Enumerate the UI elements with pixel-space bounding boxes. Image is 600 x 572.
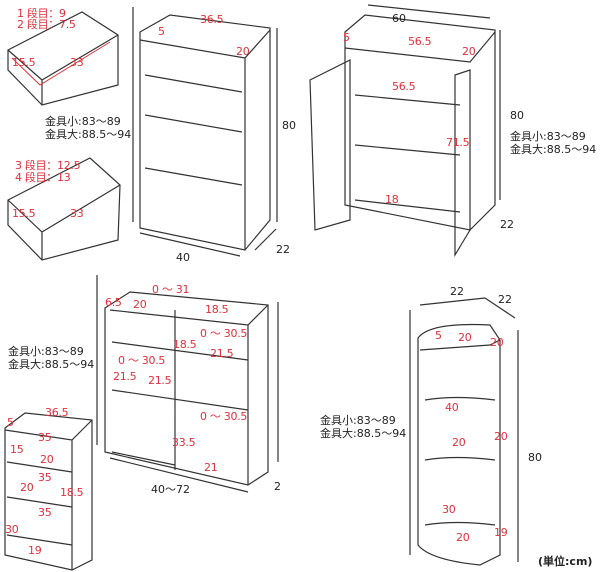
hardware-small-note: 金具小:83～89 xyxy=(510,130,586,143)
drawer-depth-label: 15.5 xyxy=(12,207,36,220)
chest-width: 40 xyxy=(176,251,190,264)
bookshelf-height-3: 33.5 xyxy=(172,436,196,449)
hardware-small-note: 金具小:83～89 xyxy=(45,115,121,128)
drawer-lower-drawing xyxy=(7,157,121,261)
corner-top-d2: 20 xyxy=(490,336,504,349)
chest-top-width: 36.5 xyxy=(200,13,224,26)
corner-side-b: 22 xyxy=(498,293,512,306)
corner-low-d1: 20 xyxy=(456,531,470,544)
small-shelf-top-width: 36.5 xyxy=(45,406,69,419)
bookshelf-depth: 2 xyxy=(274,480,281,493)
bookshelf-height-1: 18.5 xyxy=(173,338,197,351)
bookshelf-depth-3: 21 xyxy=(204,461,218,474)
small-shelf-drawing xyxy=(4,412,93,571)
hardware-small-note: 金具小:83～89 xyxy=(8,345,84,358)
cabinet-top-width: 56.5 xyxy=(408,35,432,48)
corner-height-low: 30 xyxy=(442,503,456,516)
hardware-large-note: 金具大:88.5～94 xyxy=(45,128,132,141)
cabinet-inner-depth: 18 xyxy=(385,193,399,206)
drawer-row1-label: 1 段目：9 xyxy=(17,7,66,20)
bookshelf-drawing xyxy=(96,275,279,493)
drawer-row3-label: 3 段目：12.5 xyxy=(15,159,81,172)
small-shelf-top-height: 5 xyxy=(7,416,14,429)
drawer-depth-label: 15.5 xyxy=(12,56,36,69)
cabinet-top-depth: 20 xyxy=(462,45,476,58)
bookshelf-depth-1: 21.5 xyxy=(210,347,234,360)
small-shelf-d2: 20 xyxy=(20,481,34,494)
corner-height: 80 xyxy=(528,451,542,464)
drawer-width-label: 33 xyxy=(70,207,84,220)
cabinet-inner-height: 71.5 xyxy=(446,136,470,149)
corner-shelf-drawing xyxy=(409,297,519,566)
bookshelf-slide-1: 0 ～ 30.5 xyxy=(200,327,248,340)
corner-mid-d2: 20 xyxy=(494,430,508,443)
small-shelf-w1: 35 xyxy=(38,431,52,444)
chest-drawing xyxy=(132,7,278,257)
small-shelf-w2: 35 xyxy=(38,471,52,484)
hardware-large-note: 金具大:88.5～94 xyxy=(320,427,407,440)
drawer-row4-label: 4 段目：13 xyxy=(15,171,71,184)
unit-label: (単位:cm) xyxy=(538,555,593,568)
corner-top-height: 5 xyxy=(435,329,442,342)
small-shelf-h2: 18.5 xyxy=(60,486,84,499)
corner-low-d2: 19 xyxy=(494,526,508,539)
hardware-large-note: 金具大:88.5～94 xyxy=(8,358,95,371)
bookshelf-top-height: 6.5 xyxy=(105,296,122,309)
cabinet-outer-width: 60 xyxy=(392,12,406,25)
small-shelf-d3: 19 xyxy=(28,544,42,557)
bookshelf-slide-3: 0 ～ 30.5 xyxy=(200,410,248,423)
cabinet-inner-width: 56.5 xyxy=(392,80,416,93)
small-shelf-d1: 20 xyxy=(40,453,54,466)
small-shelf-h1: 15 xyxy=(10,443,24,456)
corner-top-d1: 20 xyxy=(458,331,472,344)
hardware-small-note: 金具小:83～89 xyxy=(320,414,396,427)
chest-top-height: 5 xyxy=(158,25,165,38)
bookshelf-height-2: 21.5 xyxy=(148,374,172,387)
bookshelf-slide-2: 0 ～ 30.5 xyxy=(118,354,166,367)
corner-mid-d1: 20 xyxy=(452,436,466,449)
drawer-row2-label: 2 段目：7.5 xyxy=(17,18,76,31)
small-shelf-w3: 35 xyxy=(38,506,52,519)
cabinet-depth: 22 xyxy=(500,218,514,231)
bookshelf-right-top-depth: 18.5 xyxy=(205,303,229,316)
drawer-upper-drawing xyxy=(7,11,119,106)
bookshelf-width: 40～72 xyxy=(151,483,190,496)
bookshelf-depth-2: 21.5 xyxy=(113,370,137,383)
cabinet-height: 80 xyxy=(510,109,524,122)
corner-side-a: 22 xyxy=(450,285,464,298)
small-shelf-h3: 30 xyxy=(5,523,19,536)
cabinet-top-height: 5 xyxy=(343,31,350,44)
chest-top-depth: 20 xyxy=(236,45,250,58)
chest-depth: 22 xyxy=(276,243,290,256)
bookshelf-top-slide: 0 ～ 31 xyxy=(152,283,190,296)
cabinet-drawing xyxy=(309,4,501,258)
corner-height-mid: 40 xyxy=(445,401,459,414)
chest-height: 80 xyxy=(282,119,296,132)
hardware-large-note: 金具大:88.5～94 xyxy=(510,143,597,156)
drawer-width-label: 33 xyxy=(70,56,84,69)
bookshelf-top-depth: 20 xyxy=(133,298,147,311)
